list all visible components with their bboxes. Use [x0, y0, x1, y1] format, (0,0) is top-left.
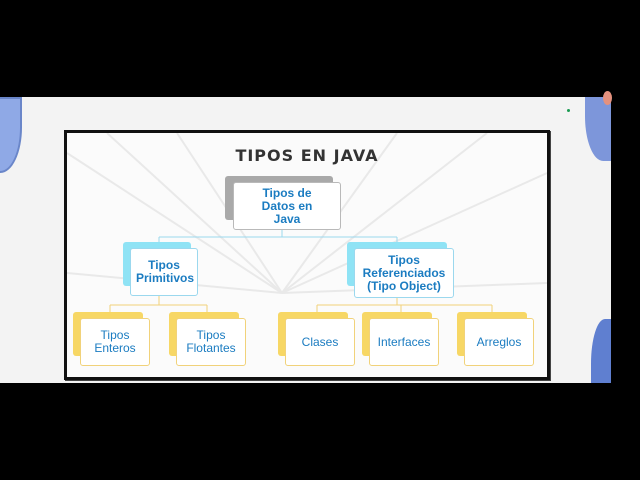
node-tipos-primitivos: Tipos Primitivos: [130, 248, 198, 296]
connector-lines: [109, 230, 493, 316]
node-tipos-de-datos: Tipos de Datos en Java: [233, 182, 341, 230]
node-tipos-flotantes: Tipos Flotantes: [176, 318, 246, 366]
diagram-title: TIPOS EN JAVA: [235, 146, 379, 165]
decorative-dot: [567, 109, 570, 112]
node-interfaces-label: Interfaces: [377, 334, 431, 349]
node-tipos-referenciados-label: Tipos Referenciados (Tipo Object): [362, 252, 446, 293]
diagram-frame: TIPOS EN JAVA Tipos de Datos en Java Tip…: [64, 130, 550, 380]
node-arreglos-label: Arreglos: [476, 334, 522, 349]
decorative-dot-red: [603, 91, 612, 105]
node-arreglos: Arreglos: [464, 318, 534, 366]
node-tipos-referenciados: Tipos Referenciados (Tipo Object): [354, 248, 454, 298]
node-tipos-flotantes-label: Tipos Flotantes: [186, 328, 236, 355]
node-tipos-enteros: Tipos Enteros: [80, 318, 150, 366]
node-tipos-enteros-label: Tipos Enteros: [94, 328, 136, 355]
node-interfaces: Interfaces: [369, 318, 439, 366]
node-clases: Clases: [285, 318, 355, 366]
decorative-blob-right-bottom: [591, 319, 611, 383]
decorative-blob-left: [0, 97, 22, 173]
node-tipos-primitivos-label: Tipos Primitivos: [136, 258, 195, 285]
node-clases-label: Clases: [301, 334, 339, 349]
node-tipos-de-datos-label: Tipos de Datos en Java: [261, 185, 313, 226]
decorative-blob-right-top: [585, 97, 611, 161]
